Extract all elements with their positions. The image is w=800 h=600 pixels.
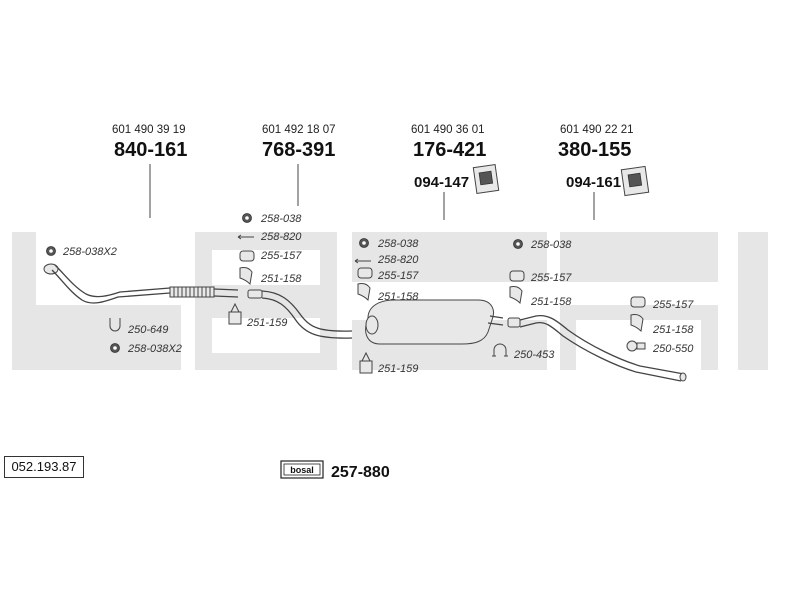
oe-number: 601 490 36 01 — [411, 124, 485, 136]
u-bolt-icon — [492, 343, 508, 357]
assembly-rear-pipe: 601 490 22 21 380-155 094-161 — [558, 124, 650, 220]
rubber-ring-icon — [357, 267, 373, 279]
gasket-icon — [359, 238, 369, 248]
u-clamp-icon — [109, 318, 121, 332]
front-pipe-drawing — [43, 263, 239, 304]
rubber-mount-icon — [620, 165, 650, 197]
pipe-connector — [507, 317, 521, 328]
silencer-body — [365, 299, 494, 345]
bolt-icon — [237, 234, 254, 240]
mount-number: 094-147 — [414, 174, 469, 191]
part-number: 768-391 — [262, 139, 335, 161]
part-label: 258-038 — [260, 213, 302, 225]
part-label: 250-550 — [652, 343, 694, 355]
part-number: 380-155 — [558, 139, 631, 161]
intermediate-pipe-drawing — [247, 289, 353, 339]
catalog-number-box: 052.193.87 — [4, 456, 84, 478]
bracket-icon — [630, 314, 644, 333]
part-label: 251-158 — [260, 273, 302, 285]
part-label: 258-038X2 — [127, 343, 182, 355]
bosal-logo-text: bosal — [290, 465, 314, 475]
clamp-icon — [359, 351, 373, 374]
part-label: 258-820 — [377, 254, 419, 266]
bracket-icon — [239, 267, 253, 286]
rubber-mount-icon — [472, 164, 500, 194]
assembly-front-pipe: 601 490 39 19 840-161 — [112, 124, 187, 218]
part-number: 176-421 — [413, 139, 486, 161]
rear-fittings: 258-038 255-157 251-158 250-453 — [492, 239, 572, 361]
intermediate-fittings: 258-038 258-820 255-157 251-158 251-159 — [228, 213, 302, 329]
front-fittings: 258-038X2 250-649 258-038X2 — [46, 246, 182, 355]
part-number: 840-161 — [114, 139, 187, 161]
tail-pipe-end — [679, 372, 687, 382]
part-label: 258-038X2 — [62, 246, 117, 258]
oe-number: 601 490 39 19 — [112, 124, 186, 136]
gasket-icon — [110, 343, 120, 353]
gasket-icon — [242, 213, 252, 223]
part-label: 258-820 — [260, 231, 302, 243]
bracket-icon — [357, 283, 371, 302]
part-label: 255-157 — [377, 270, 419, 282]
part-label: 251-158 — [530, 296, 572, 308]
oe-number: 601 492 18 07 — [262, 124, 336, 136]
part-label: 255-157 — [652, 299, 694, 311]
part-label: 251-158 — [377, 291, 419, 303]
kit-number: 257-880 — [331, 464, 390, 481]
part-label: 250-649 — [127, 324, 168, 336]
clamp-icon — [228, 302, 242, 325]
center-fittings: 258-038 258-820 255-157 251-158 251-159 — [354, 238, 419, 375]
part-label: 250-453 — [513, 349, 555, 361]
pipe-connector — [247, 289, 263, 299]
kit-badge: bosal 257-880 — [280, 460, 390, 481]
part-label: 251-158 — [652, 324, 694, 336]
rubber-ring-icon — [509, 270, 525, 282]
assembly-center-silencer: 601 490 36 01 176-421 094-147 — [411, 124, 500, 220]
center-silencer-drawing — [365, 299, 504, 345]
tail-fittings: 255-157 251-158 250-550 — [626, 296, 694, 355]
oe-number: 601 490 22 21 — [560, 124, 634, 136]
watermark-block — [738, 232, 768, 370]
flex-joint — [169, 286, 215, 298]
mount-number: 094-161 — [566, 174, 621, 191]
rear-pipe-drawing — [507, 314, 687, 382]
bracket-icon — [509, 286, 523, 305]
part-label: 251-159 — [246, 317, 287, 329]
gasket-icon — [513, 239, 523, 249]
watermark — [12, 232, 768, 370]
watermark-block — [560, 232, 718, 282]
gasket-icon — [46, 246, 56, 256]
part-label: 255-157 — [530, 272, 572, 284]
assembly-intermediate-pipe: 601 492 18 07 768-391 — [262, 124, 336, 206]
watermark-block — [12, 232, 36, 370]
part-label: 255-157 — [260, 250, 302, 262]
silencer-inlet — [365, 315, 379, 335]
rubber-ring-icon — [239, 250, 255, 262]
clip-icon — [626, 340, 646, 352]
part-label: 258-038 — [530, 239, 572, 251]
rubber-ring-icon — [630, 296, 646, 308]
watermark-block — [36, 305, 181, 370]
part-label: 251-159 — [377, 363, 418, 375]
bolt-icon — [354, 258, 371, 264]
part-label: 258-038 — [377, 238, 419, 250]
